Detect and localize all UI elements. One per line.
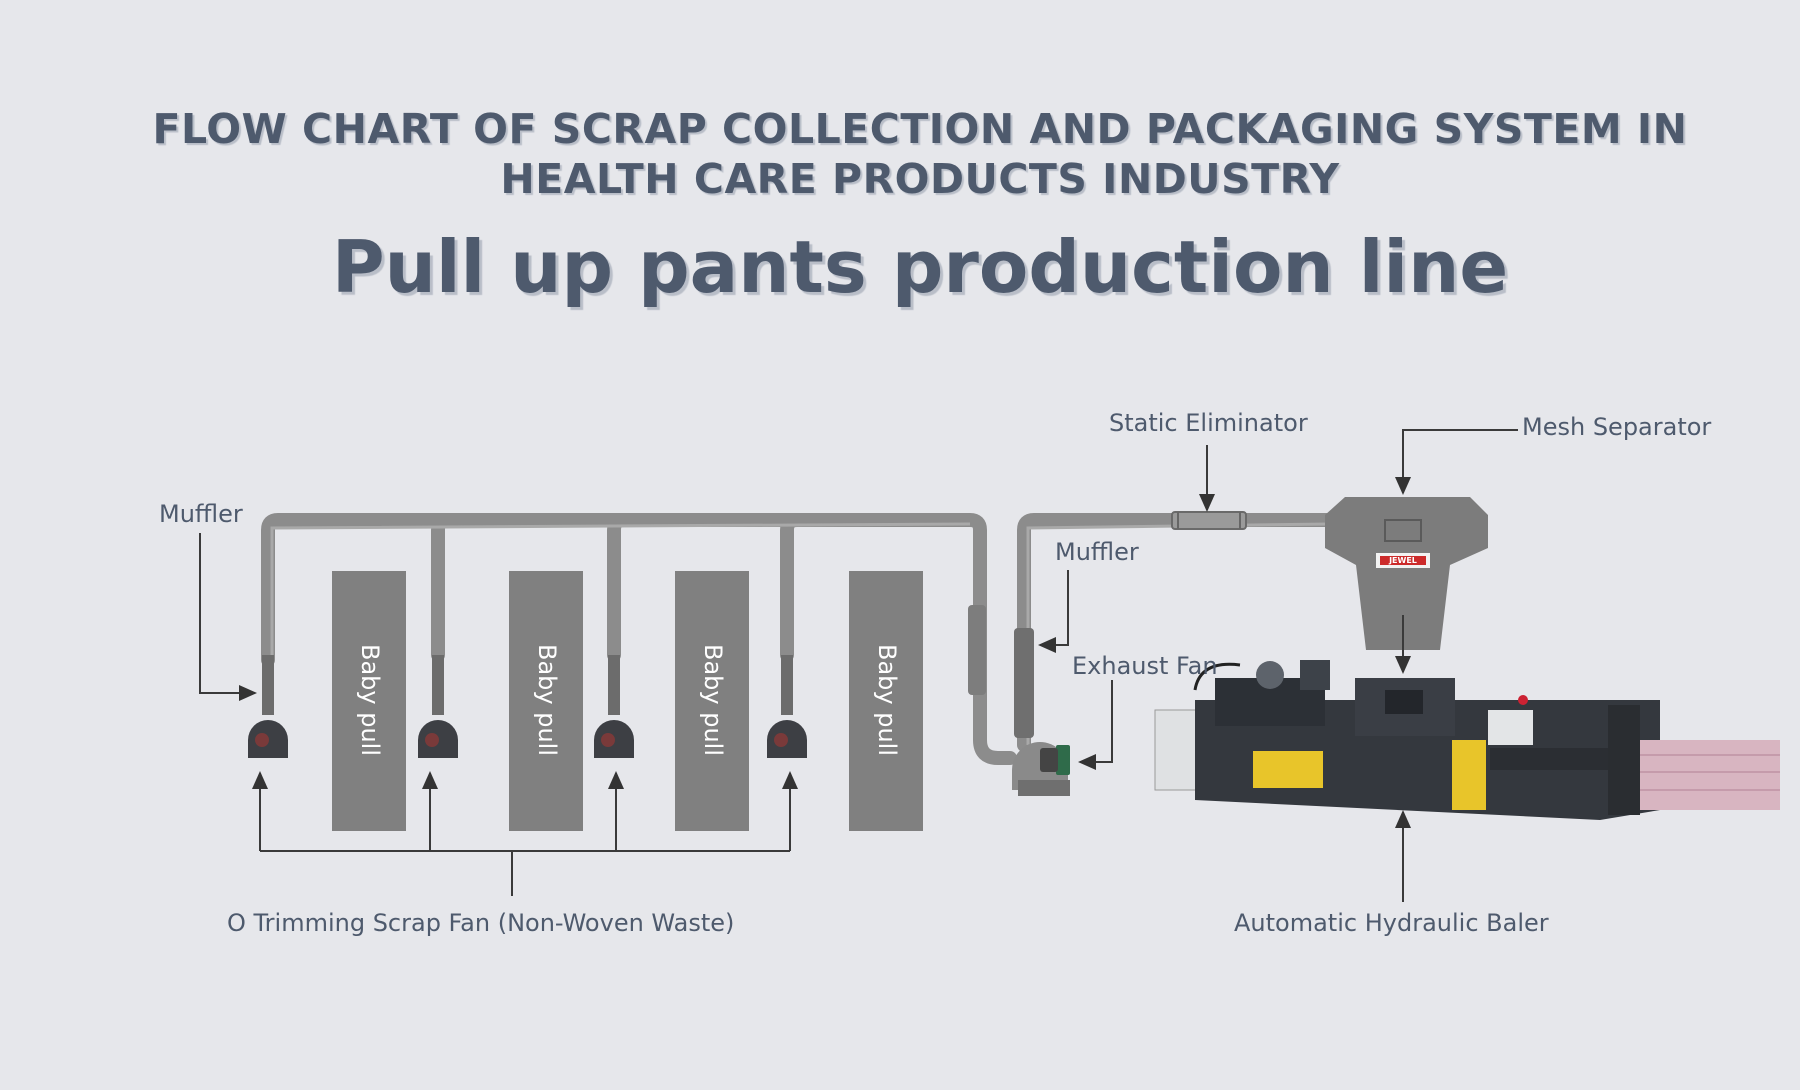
baby-pull-machine-2: Baby pull [509, 571, 583, 831]
machine-label: Baby pull [873, 644, 901, 756]
muffler-vertical-2 [1014, 628, 1034, 738]
machine-label: Baby pull [533, 644, 561, 756]
static-eliminator [1171, 511, 1247, 530]
main-duct [261, 513, 1337, 765]
mesh-separator-label: Mesh Separator [1522, 413, 1711, 441]
muffler-label-left: Muffler [159, 500, 243, 528]
muffler-vertical-1 [968, 605, 986, 695]
trimming-fan-3 [594, 720, 634, 758]
baby-pull-machine-1: Baby pull [332, 571, 406, 831]
static-eliminator-label: Static Eliminator [1109, 409, 1308, 437]
trimming-fan-1 [248, 720, 288, 758]
diagram-title: FLOW CHART OF SCRAP COLLECTION AND PACKA… [0, 104, 1800, 204]
exhaust-fan [1012, 742, 1070, 796]
baler-label: Automatic Hydraulic Baler [1234, 909, 1549, 937]
machine-label: Baby pull [356, 644, 384, 756]
muffler-label-right: Muffler [1055, 538, 1139, 566]
trimming-fan-2 [418, 720, 458, 758]
trimming-fan-label: O Trimming Scrap Fan (Non-Woven Waste) [227, 909, 734, 937]
exhaust-fan-label: Exhaust Fan [1072, 652, 1218, 680]
annotation-lines [199, 429, 1518, 902]
title-line-1: FLOW CHART OF SCRAP COLLECTION AND PACKA… [152, 105, 1688, 153]
baby-pull-machine-4: Baby pull [849, 571, 923, 831]
diagram-subtitle: Pull up pants production line [331, 225, 1509, 309]
hydraulic-baler [1154, 660, 1780, 820]
trimming-fan-4 [767, 720, 807, 758]
machine-label: Baby pull [699, 644, 727, 756]
brand-logo-text: JEWEL [1388, 556, 1417, 565]
title-line-2: HEALTH CARE PRODUCTS INDUSTRY [500, 155, 1340, 203]
mesh-separator: JEWEL [1325, 497, 1488, 650]
baby-pull-machine-3: Baby pull [675, 571, 749, 831]
